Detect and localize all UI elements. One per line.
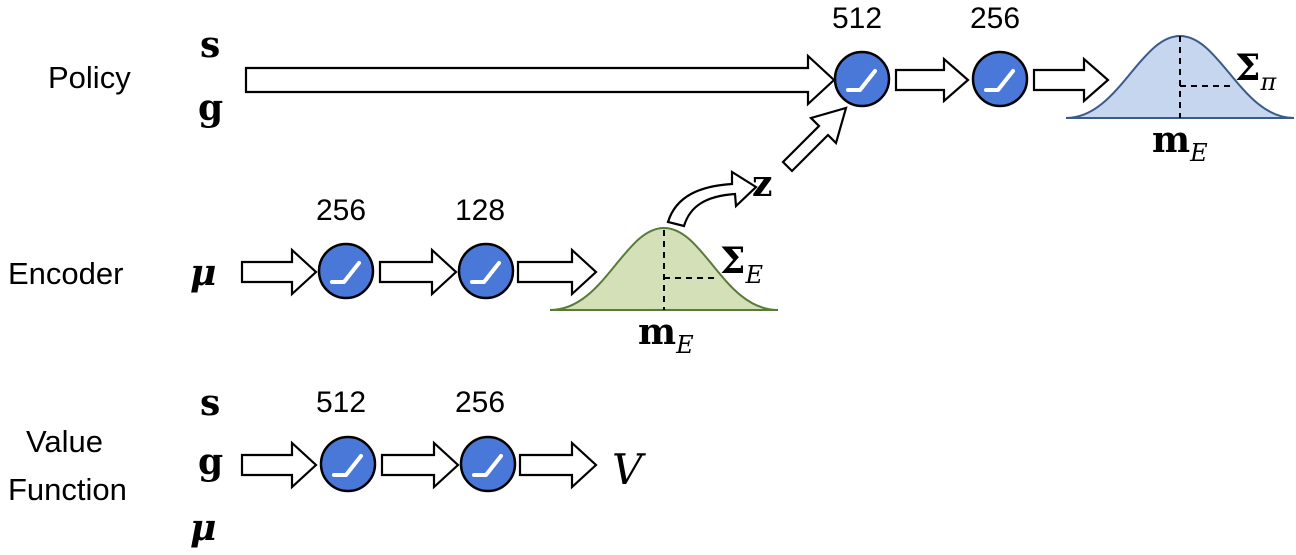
encoder-relu-node-2 <box>457 242 515 300</box>
policy-layer2-size: 256 <box>970 2 1020 35</box>
policy-input-g: g <box>198 87 223 129</box>
policy-gaussian <box>1065 34 1295 119</box>
policy-arrow-3 <box>1032 56 1110 104</box>
value-layer1-size: 512 <box>316 386 366 419</box>
encoder-mean-label: mE <box>638 311 694 359</box>
value-arrow-3 <box>518 440 598 490</box>
value-label-line1: Value <box>26 424 103 459</box>
value-layer2-size: 256 <box>455 386 505 419</box>
encoder-layer1-size: 256 <box>316 194 366 227</box>
value-arrow-2 <box>380 440 460 490</box>
latent-z: z <box>752 163 772 205</box>
policy-label: Policy <box>48 60 131 95</box>
encoder-arrow-2 <box>378 247 458 297</box>
encoder-relu-node-1 <box>317 242 375 300</box>
encoder-arrow-1 <box>240 247 318 297</box>
policy-relu-node-1 <box>833 50 891 108</box>
value-relu-node-2 <box>459 435 517 493</box>
policy-relu-node-2 <box>971 50 1029 108</box>
policy-layer1-size: 512 <box>832 2 882 35</box>
policy-arrow-2 <box>894 56 970 104</box>
encoder-gaussian <box>549 226 779 311</box>
value-input-g: g <box>198 441 223 483</box>
value-arrow-1 <box>240 440 318 490</box>
encoder-label: Encoder <box>8 256 123 291</box>
policy-mean-label: mE <box>1152 119 1208 167</box>
encoder-input-mu: μ <box>190 252 216 294</box>
encoder-arrow-3 <box>516 247 598 297</box>
value-output-v: V <box>612 445 646 494</box>
encoder-cov-label: ΣE <box>720 240 763 289</box>
policy-input-s: s <box>200 24 220 66</box>
latent-arrow <box>781 106 848 173</box>
value-relu-node-1 <box>319 435 377 493</box>
value-input-s: s <box>200 382 220 424</box>
sample-curved-arrow <box>666 170 758 228</box>
policy-cov-label: Σπ <box>1235 47 1277 96</box>
encoder-layer2-size: 128 <box>455 194 505 227</box>
value-label-line2: Function <box>8 472 127 507</box>
value-input-mu: μ <box>190 507 216 549</box>
policy-input-arrow <box>244 53 836 107</box>
